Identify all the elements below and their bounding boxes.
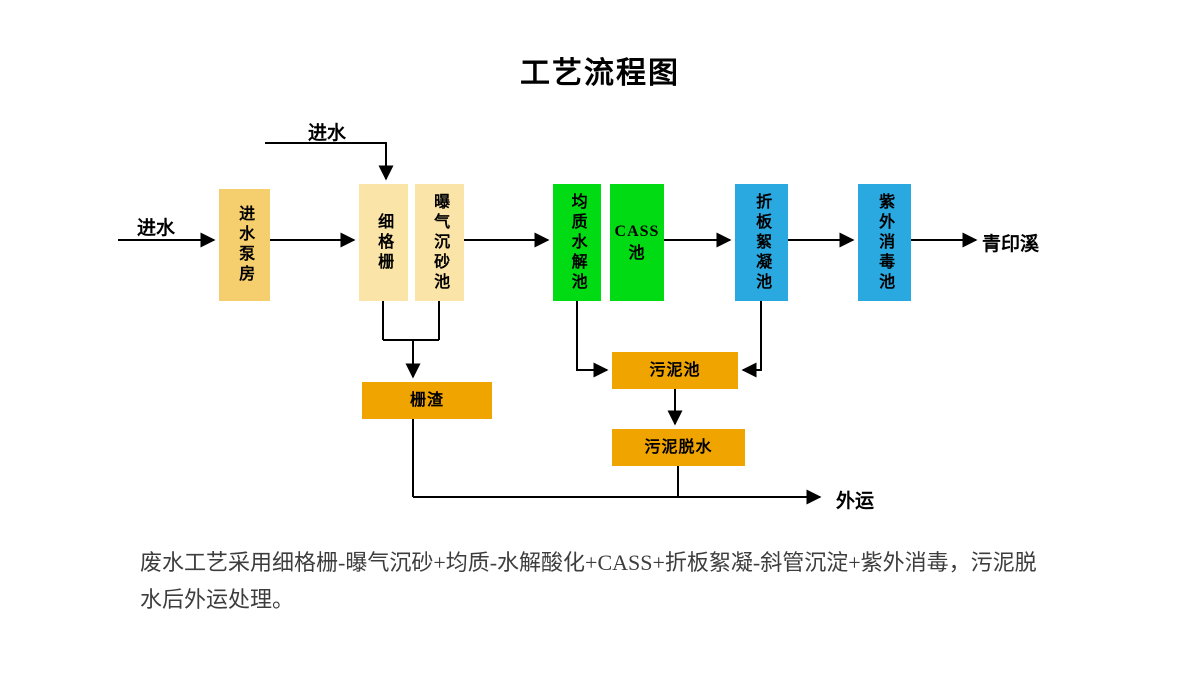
box-grid-slag-label: 栅渣 [409, 391, 444, 409]
box-uv-disinfection-tank: 紫外消毒池 [858, 184, 911, 301]
box-fine-grid: 细格栅 [359, 184, 408, 301]
box-inlet-pump-house: 进水泵房 [219, 189, 270, 301]
box-plate-flocculation-tank-label: 折板絮凝池 [753, 192, 771, 293]
box-sludge-tank: 污泥池 [612, 352, 738, 389]
box-uv-disinfection-tank-label: 紫外消毒池 [876, 192, 894, 293]
box-sludge-dewatering: 污泥脱水 [612, 429, 745, 466]
box-equalization-hydrolysis-tank-label: 均质水解池 [568, 192, 586, 293]
box-cass-tank-label: CASS 池 [614, 222, 660, 262]
box-inlet-pump-house-label: 进水泵房 [236, 205, 254, 285]
label-inlet-left: 进水 [137, 218, 176, 239]
box-grid-slag: 栅渣 [362, 382, 492, 419]
label-outlet-creek: 青印溪 [982, 234, 1040, 255]
box-fine-grid-label: 细格栅 [375, 212, 393, 273]
box-plate-flocculation-tank: 折板絮凝池 [735, 184, 788, 301]
page-title: 工艺流程图 [520, 57, 680, 90]
process-description: 废水工艺采用细格栅-曝气沉砂+均质-水解酸化+CASS+折板絮凝-斜管沉淀+紫外… [140, 550, 1037, 613]
box-aerated-grit-chamber: 曝气沉砂池 [415, 184, 464, 301]
box-sludge-tank-label: 污泥池 [649, 361, 701, 379]
label-outbound: 外运 [836, 491, 875, 512]
box-equalization-hydrolysis-tank: 均质水解池 [553, 184, 601, 301]
label-inlet-top: 进水 [308, 123, 347, 144]
box-cass-tank: CASS 池 [610, 184, 664, 301]
box-sludge-dewatering-label: 污泥脱水 [644, 438, 713, 456]
box-aerated-grit-chamber-label: 曝气沉砂池 [431, 192, 449, 293]
